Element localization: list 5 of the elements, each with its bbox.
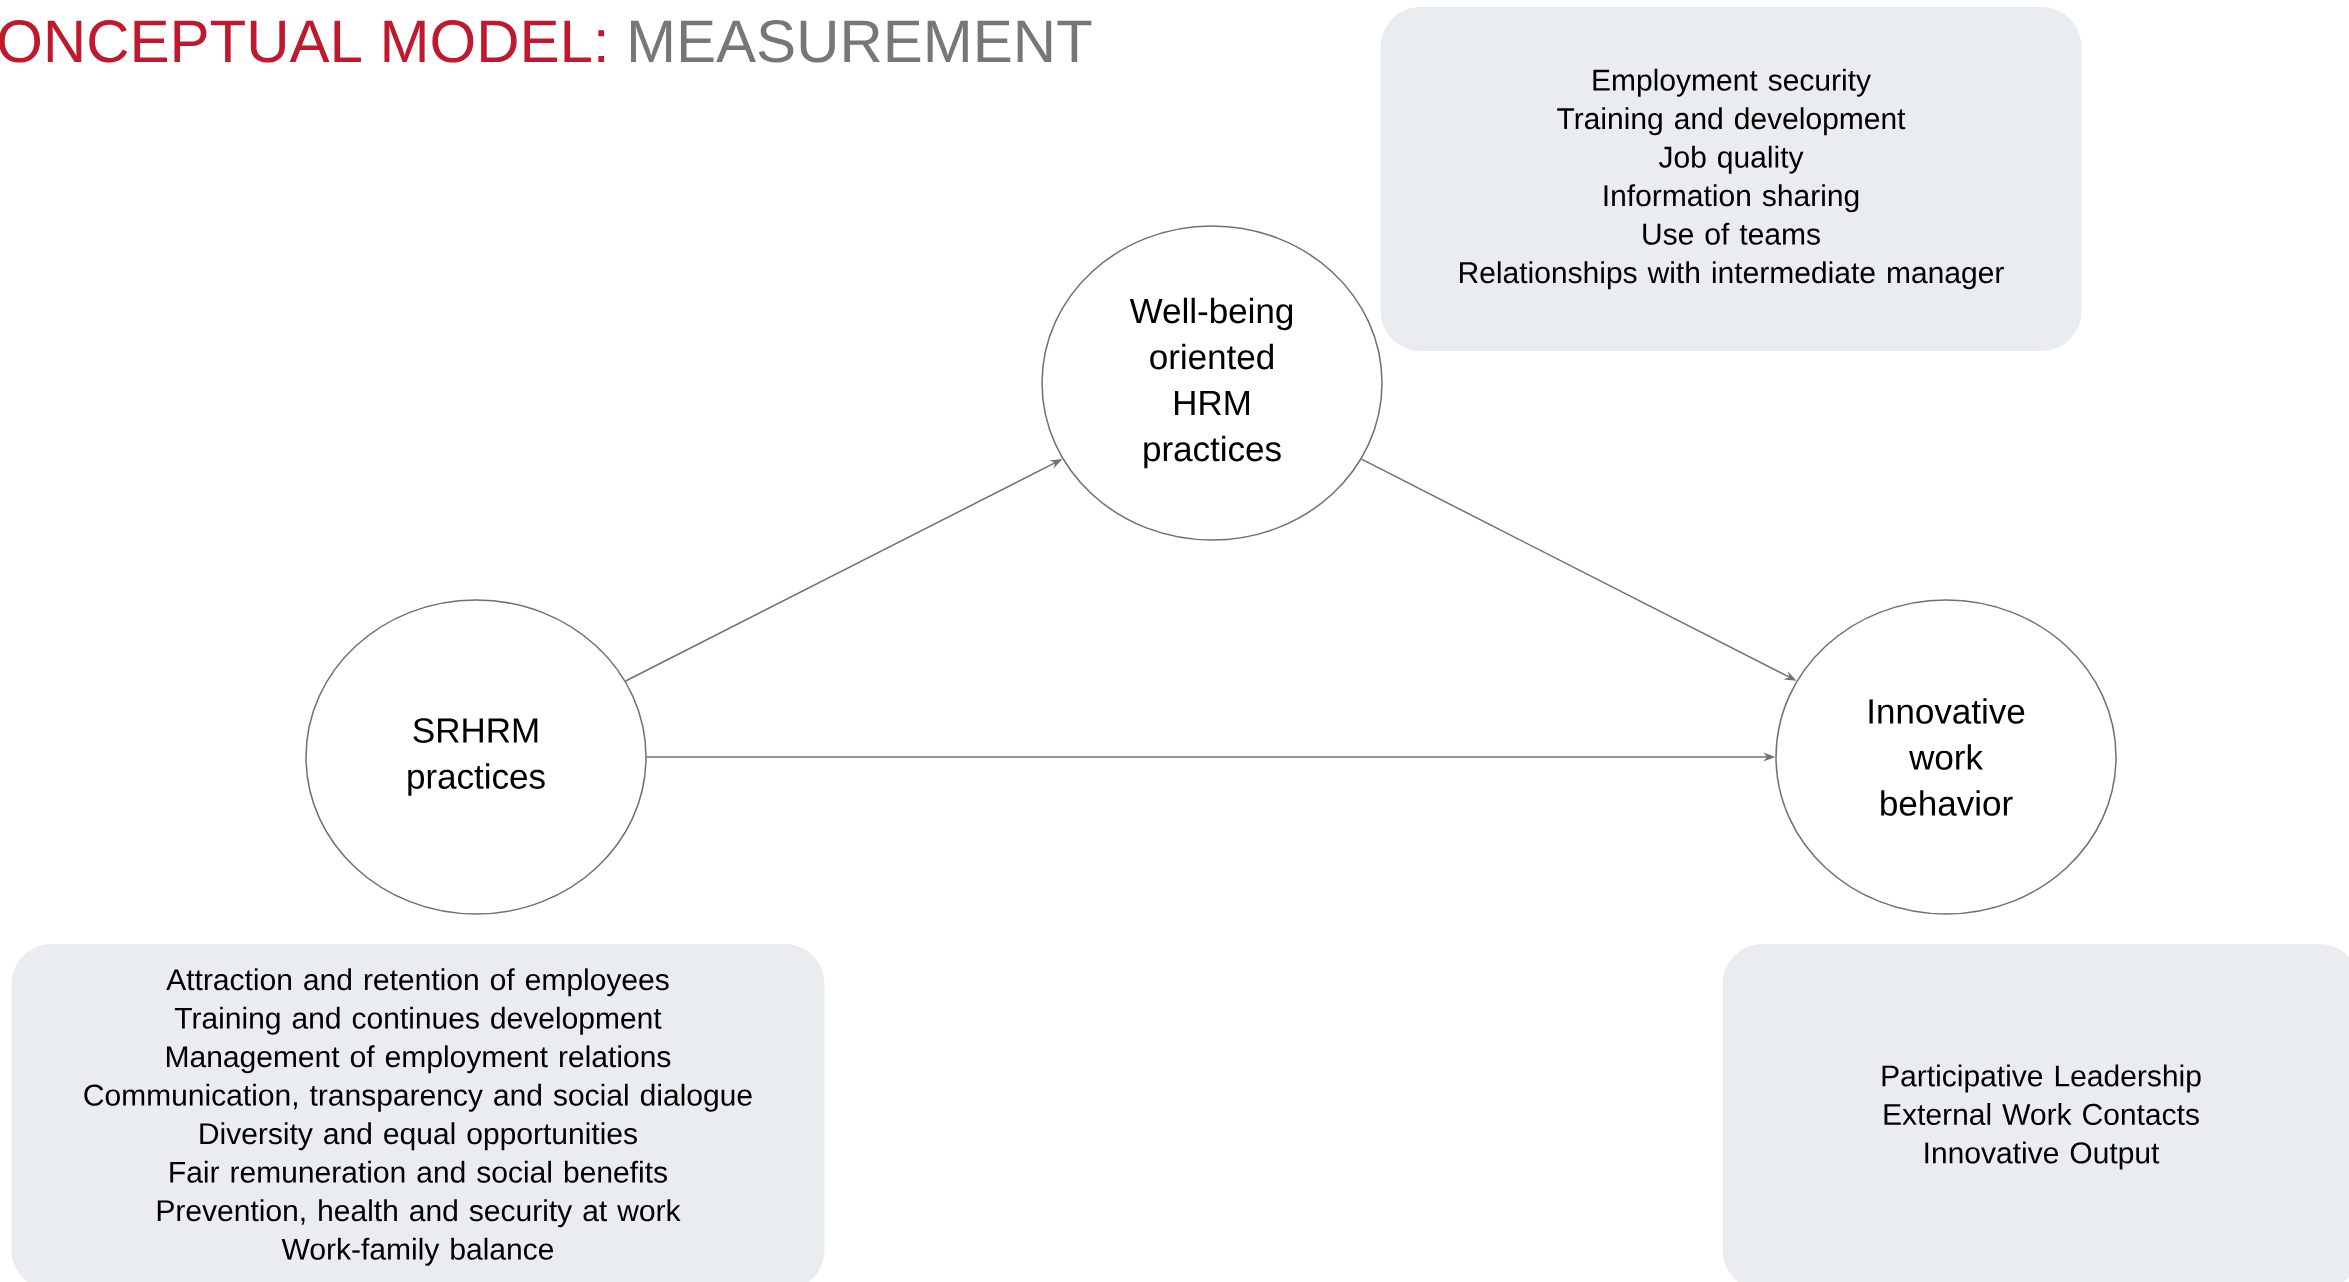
list-box: Attraction and retention of employees Training and continues development Management of employment relations Communication, transparency and social dialogue Diversity and equal opportunities Fair remuneration and social benefits Prevention, health and security at work Work-family balance [11,944,825,1282]
list-box: Employment security Training and development Job quality Information sharing Use of teams Relationships with intermediate manager [1380,7,2082,351]
title: ONCEPTUAL MODEL: [0,20,605,63]
subtitle: MEASUREMENT [631,20,1092,63]
list-box: Participative Leadership External Work Contacts Innovative Output [1722,944,2349,1282]
